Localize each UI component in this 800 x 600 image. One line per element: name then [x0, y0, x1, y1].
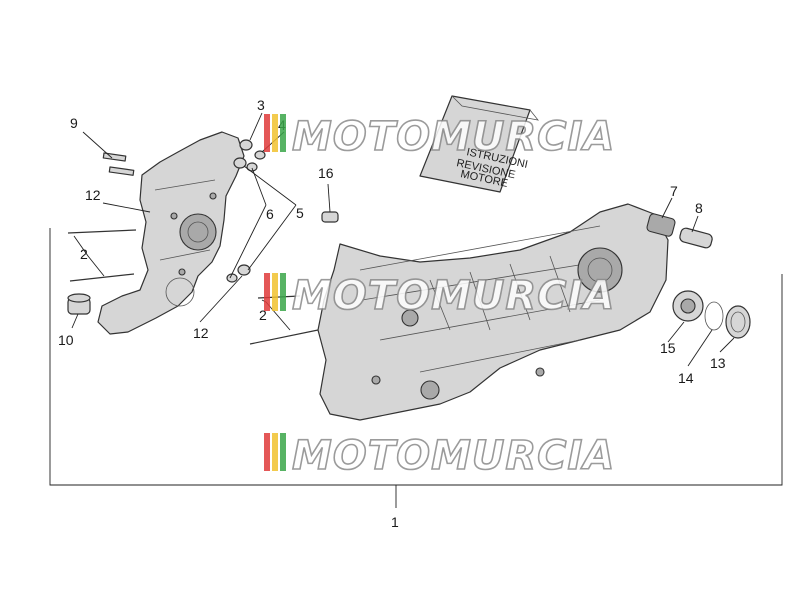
callout-2-left: 2 [80, 246, 88, 262]
watermark-stripe-yellow [272, 273, 278, 311]
callout-10: 10 [58, 332, 74, 348]
callout-2-right: 2 [259, 307, 267, 323]
callout-16: 16 [318, 165, 334, 181]
callout-13: 13 [710, 355, 726, 371]
callout-15: 15 [660, 340, 676, 356]
screws-9 [102, 152, 135, 176]
bearing-15 [672, 290, 704, 322]
callout-5: 5 [296, 205, 304, 221]
callout-12-bottom: 12 [193, 325, 209, 341]
watermark-middle: MOTOMURCIA [264, 272, 615, 320]
pin-8 [679, 227, 713, 249]
callout-7: 7 [670, 183, 678, 199]
watermark-stripe-green [280, 273, 286, 311]
watermark-stripe-yellow [272, 114, 278, 152]
watermark-stripe-red [264, 273, 270, 311]
watermark-stripe-green [280, 114, 286, 152]
callout-12-top: 12 [85, 187, 101, 203]
callout-3: 3 [257, 97, 265, 113]
watermark-stripe-red [264, 114, 270, 152]
callout-14: 14 [678, 370, 694, 386]
main-crankcase [317, 203, 669, 421]
left-crankcase-half [97, 131, 245, 335]
instruction-card: ISTRUZIONI REVISIONE MOTORE [419, 95, 539, 193]
callout-1: 1 [391, 514, 399, 530]
dowel-16 [321, 211, 339, 223]
watermark-stripe-yellow [272, 433, 278, 471]
watermark-text: MOTOMURCIA [292, 433, 615, 479]
watermark-text: MOTOMURCIA [292, 273, 615, 319]
bushing-10 [67, 293, 91, 315]
callout-numbers: 1 2 2 3 4 5 6 7 8 9 10 12 12 13 14 15 16 [58, 97, 726, 530]
washers-and-seals [226, 139, 266, 283]
callout-9: 9 [70, 115, 78, 131]
studs-2 [67, 229, 319, 345]
watermark-text: MOTOMURCIA [292, 114, 615, 160]
circlip-14 [704, 301, 724, 331]
seal-13 [725, 305, 751, 339]
watermark-stripe-green [280, 433, 286, 471]
watermark-bottom: MOTOMURCIA [264, 432, 615, 480]
callout-6: 6 [266, 206, 274, 222]
watermark-top: MOTOMURCIA [264, 113, 615, 161]
watermark-stripe-red [264, 433, 270, 471]
assembly-bracket [49, 228, 783, 508]
callout-8: 8 [695, 200, 703, 216]
